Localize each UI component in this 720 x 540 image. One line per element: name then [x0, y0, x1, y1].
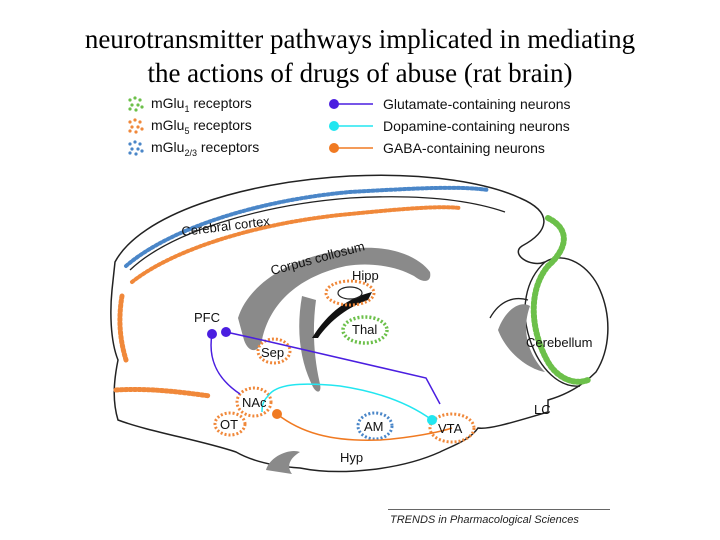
- mglu23-cortex-band: [124, 185, 490, 268]
- legend-mglu23-label: mGlu2/3 receptors: [151, 138, 260, 158]
- gaba-neuron-dot: [272, 409, 282, 419]
- legend-mglu5: mGlu5 receptors: [127, 116, 252, 136]
- hyp-label: Hyp: [340, 450, 363, 465]
- legend-dopamine: Dopamine-containing neurons: [327, 116, 570, 136]
- blue-dot-cluster-icon: [128, 140, 144, 156]
- source-credit: TRENDS in Pharmacological Sciences: [390, 514, 579, 526]
- am-label: AM: [364, 419, 384, 434]
- ot-region: [213, 411, 247, 437]
- cerebellum-gray: [498, 304, 545, 372]
- title-line-2: the actions of drugs of abuse (rat brain…: [147, 58, 573, 88]
- slide-title: neurotransmitter pathways implicated in …: [0, 22, 720, 90]
- legend-glutamate-label: Glutamate-containing neurons: [383, 96, 571, 112]
- sep-label: Sep: [261, 345, 284, 360]
- legend-mglu23: mGlu2/3 receptors: [127, 138, 259, 158]
- gaba-nac-vta-path: [276, 413, 453, 442]
- nac-region: [235, 386, 273, 418]
- glutamate-neuron-dot-1: [207, 329, 217, 339]
- brain-outline: [110, 174, 609, 473]
- dopamine-vta-nac-path: [261, 383, 433, 421]
- thal-region: [341, 315, 389, 345]
- brainstem-outline: [489, 297, 529, 319]
- dopamine-neuron-dot: [427, 415, 437, 425]
- mglu5-ventral-band: [113, 386, 213, 399]
- legend-glutamate: Glutamate-containing neurons: [327, 94, 571, 114]
- hipp-label: Hipp: [352, 268, 379, 283]
- orange-line-dot-icon: [329, 143, 373, 153]
- vta-region: [428, 412, 476, 444]
- purple-line-dot-icon: [329, 99, 373, 109]
- pfc-label: PFC: [194, 310, 220, 325]
- sep-region: [256, 337, 292, 365]
- green-dot-cluster-icon: [128, 96, 144, 112]
- legend-gaba: GABA-containing neurons: [327, 138, 545, 158]
- legend-mglu1: mGlu1 receptors: [127, 94, 252, 114]
- am-region: [356, 411, 394, 441]
- vta-label: VTA: [438, 421, 463, 436]
- hipp-inner: [337, 286, 363, 300]
- cortex-inner-line: [129, 196, 506, 271]
- hyp-gray-shape: [266, 450, 300, 474]
- hipp-region: [324, 279, 376, 307]
- legend-mglu5-label: mGlu5 receptors: [151, 116, 252, 136]
- glutamate-pfc-nac-path: [210, 333, 241, 395]
- mglu5-cortex-band: [130, 205, 462, 284]
- corpus-collosum-shape: [238, 247, 431, 351]
- fornix-tract: [299, 296, 321, 392]
- cerebellum-outline: [524, 261, 581, 387]
- mglu5-anterior-band: [117, 293, 129, 363]
- credit-divider: [388, 509, 610, 510]
- glutamate-neuron-dot-2: [221, 327, 231, 337]
- nac-label: NAc: [242, 395, 267, 410]
- legend-gaba-label: GABA-containing neurons: [383, 140, 545, 156]
- cyan-line-dot-icon: [329, 121, 373, 131]
- legend-mglu1-label: mGlu1 receptors: [151, 94, 252, 114]
- cerebellum-label: Cerebellum: [526, 335, 592, 350]
- mglu1-cerebellum-band: [530, 215, 591, 385]
- legend: mGlu1 receptors mGlu5 receptors mGlu2/3 …: [127, 94, 627, 164]
- thal-label: Thal: [352, 322, 377, 337]
- title-line-1: neurotransmitter pathways implicated in …: [84, 24, 636, 54]
- ot-label: OT: [220, 417, 238, 432]
- lc-label: LC: [534, 402, 551, 417]
- orange-dot-cluster-icon: [128, 118, 144, 134]
- legend-dopamine-label: Dopamine-containing neurons: [383, 118, 570, 134]
- glutamate-pfc-vta-path: [225, 331, 441, 405]
